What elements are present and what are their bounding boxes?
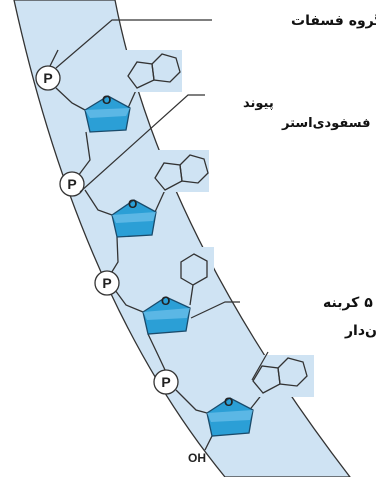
phosphate-3-label: P [102, 275, 111, 291]
sugar-2 [111, 199, 157, 238]
label-five-carbon-sugar: قند ۵ کربنه [323, 295, 376, 311]
hydroxyl-end-label: OH [188, 451, 206, 465]
base-4-purine [244, 355, 314, 397]
label-phosphodiester-bond-line1: پیوند [243, 96, 274, 111]
sugar-4 [206, 397, 254, 437]
label-phosphodiester-bond-line2: فسفودی‌استر [281, 116, 370, 131]
label-nitrogenous-base: باز نیتروژن‌دار [344, 323, 376, 339]
base-2-purine [145, 150, 209, 192]
ring-oxygen-2: O [128, 197, 137, 211]
phosphate-2: P [59, 171, 85, 197]
phosphate-3: P [94, 270, 120, 296]
phosphate-2-label: P [67, 176, 76, 192]
sugar-3 [142, 296, 191, 335]
backbone [49, 49, 213, 451]
label-phosphate-group: گروه فسفات [291, 12, 376, 29]
phosphate-1: P [35, 65, 61, 91]
phosphate-1-label: P [43, 70, 52, 86]
base-3-pyrimidine [174, 247, 214, 286]
sugar-1 [84, 95, 131, 133]
phosphate-4: P [153, 369, 179, 395]
leader-lines [55, 19, 269, 381]
ring-oxygen-3: O [161, 294, 170, 308]
phosphate-4-label: P [161, 374, 170, 390]
ring-oxygen-4: O [224, 395, 233, 409]
ring-oxygen-1: O [102, 93, 111, 107]
base-1-purine [118, 50, 182, 92]
